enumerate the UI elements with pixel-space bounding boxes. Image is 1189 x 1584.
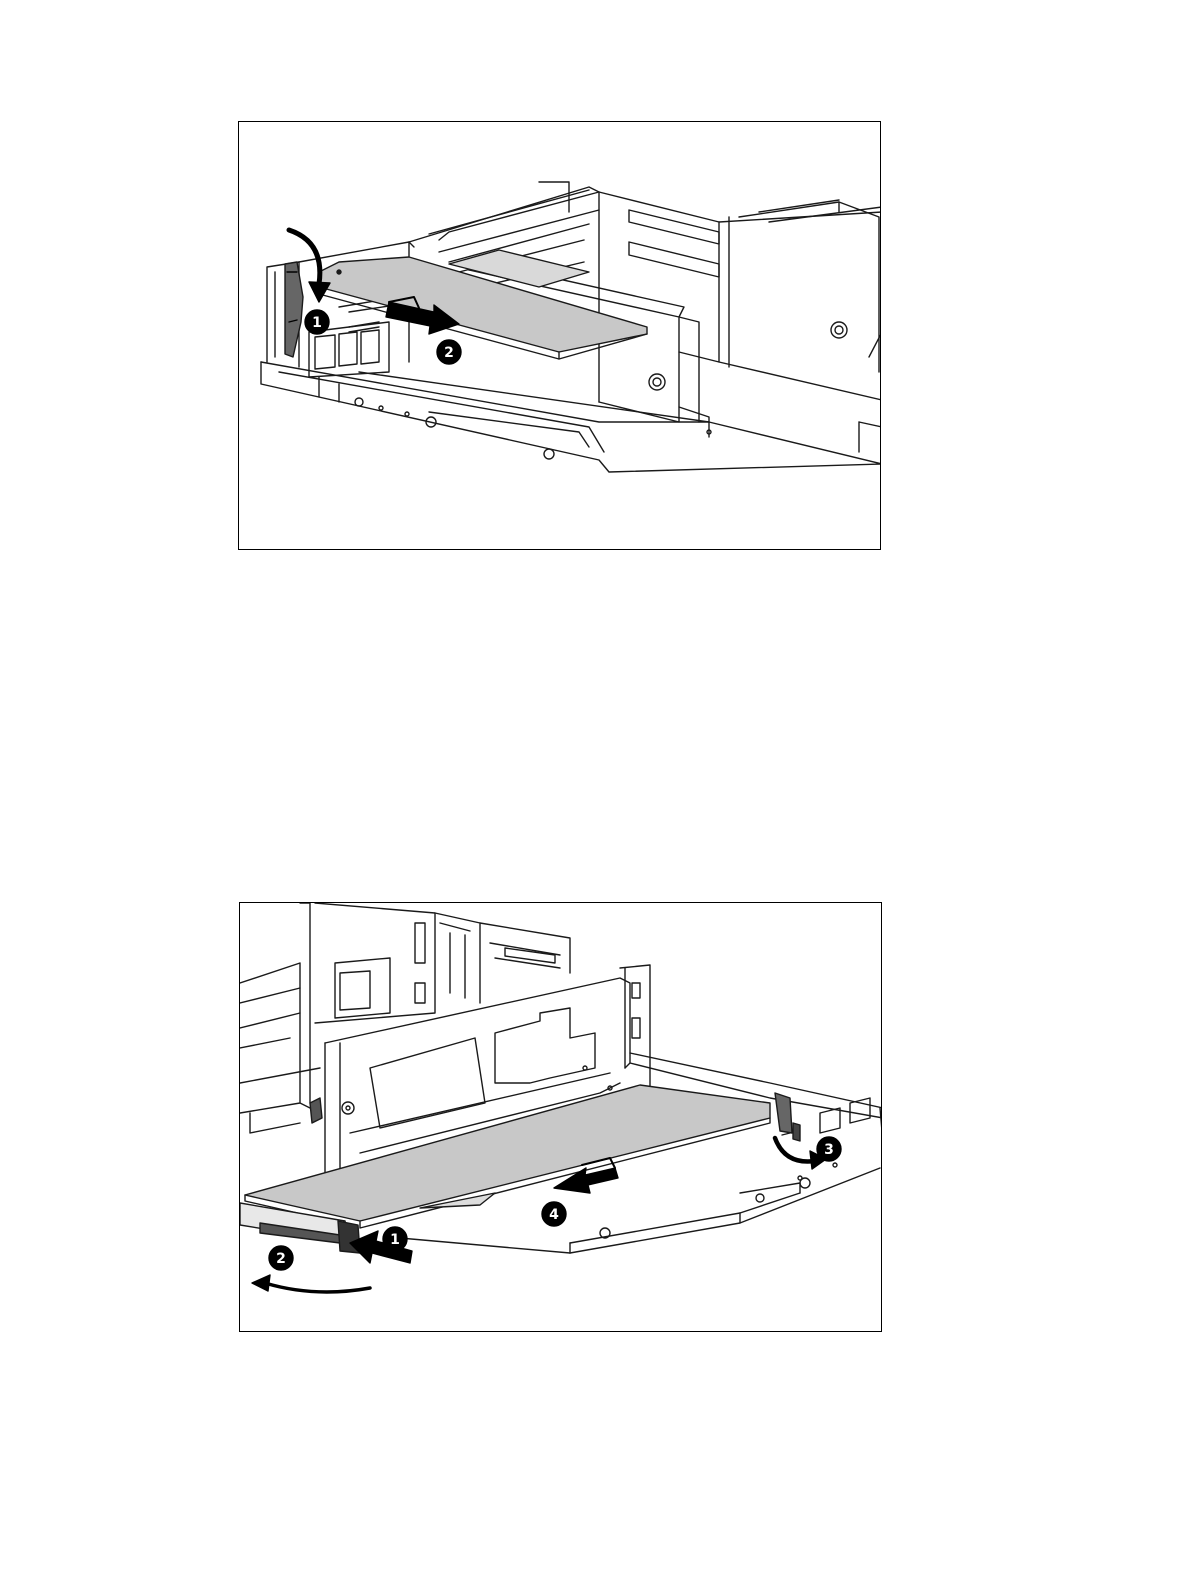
chassis-left xyxy=(240,903,435,1133)
svg-text:4: 4 xyxy=(549,1207,559,1223)
callout-4: 4 xyxy=(542,1202,566,1226)
svg-text:2: 2 xyxy=(276,1251,286,1267)
retaining-clip xyxy=(285,262,303,357)
callout-2: 2 xyxy=(269,1246,293,1270)
figure-remove-expansion-card: 1 2 xyxy=(238,121,881,550)
svg-text:1: 1 xyxy=(312,315,322,331)
riser-cage-illustration: 1 2 xyxy=(239,122,881,550)
callout-3: 3 xyxy=(817,1137,841,1161)
callout-1: 1 xyxy=(305,310,329,334)
callout-1: 1 xyxy=(383,1227,407,1251)
expansion-card xyxy=(245,1085,790,1228)
cage-right-riser xyxy=(599,192,881,400)
figure-remove-full-length-card: 1 2 3 4 xyxy=(239,902,882,1332)
riser-cage-illustration: 1 2 3 4 xyxy=(240,903,882,1332)
svg-text:2: 2 xyxy=(444,345,454,361)
svg-text:3: 3 xyxy=(824,1142,834,1158)
callout-2: 2 xyxy=(437,340,461,364)
svg-text:1: 1 xyxy=(390,1232,400,1248)
curved-arrow-icon xyxy=(252,1275,370,1292)
expansion-card xyxy=(319,250,647,359)
